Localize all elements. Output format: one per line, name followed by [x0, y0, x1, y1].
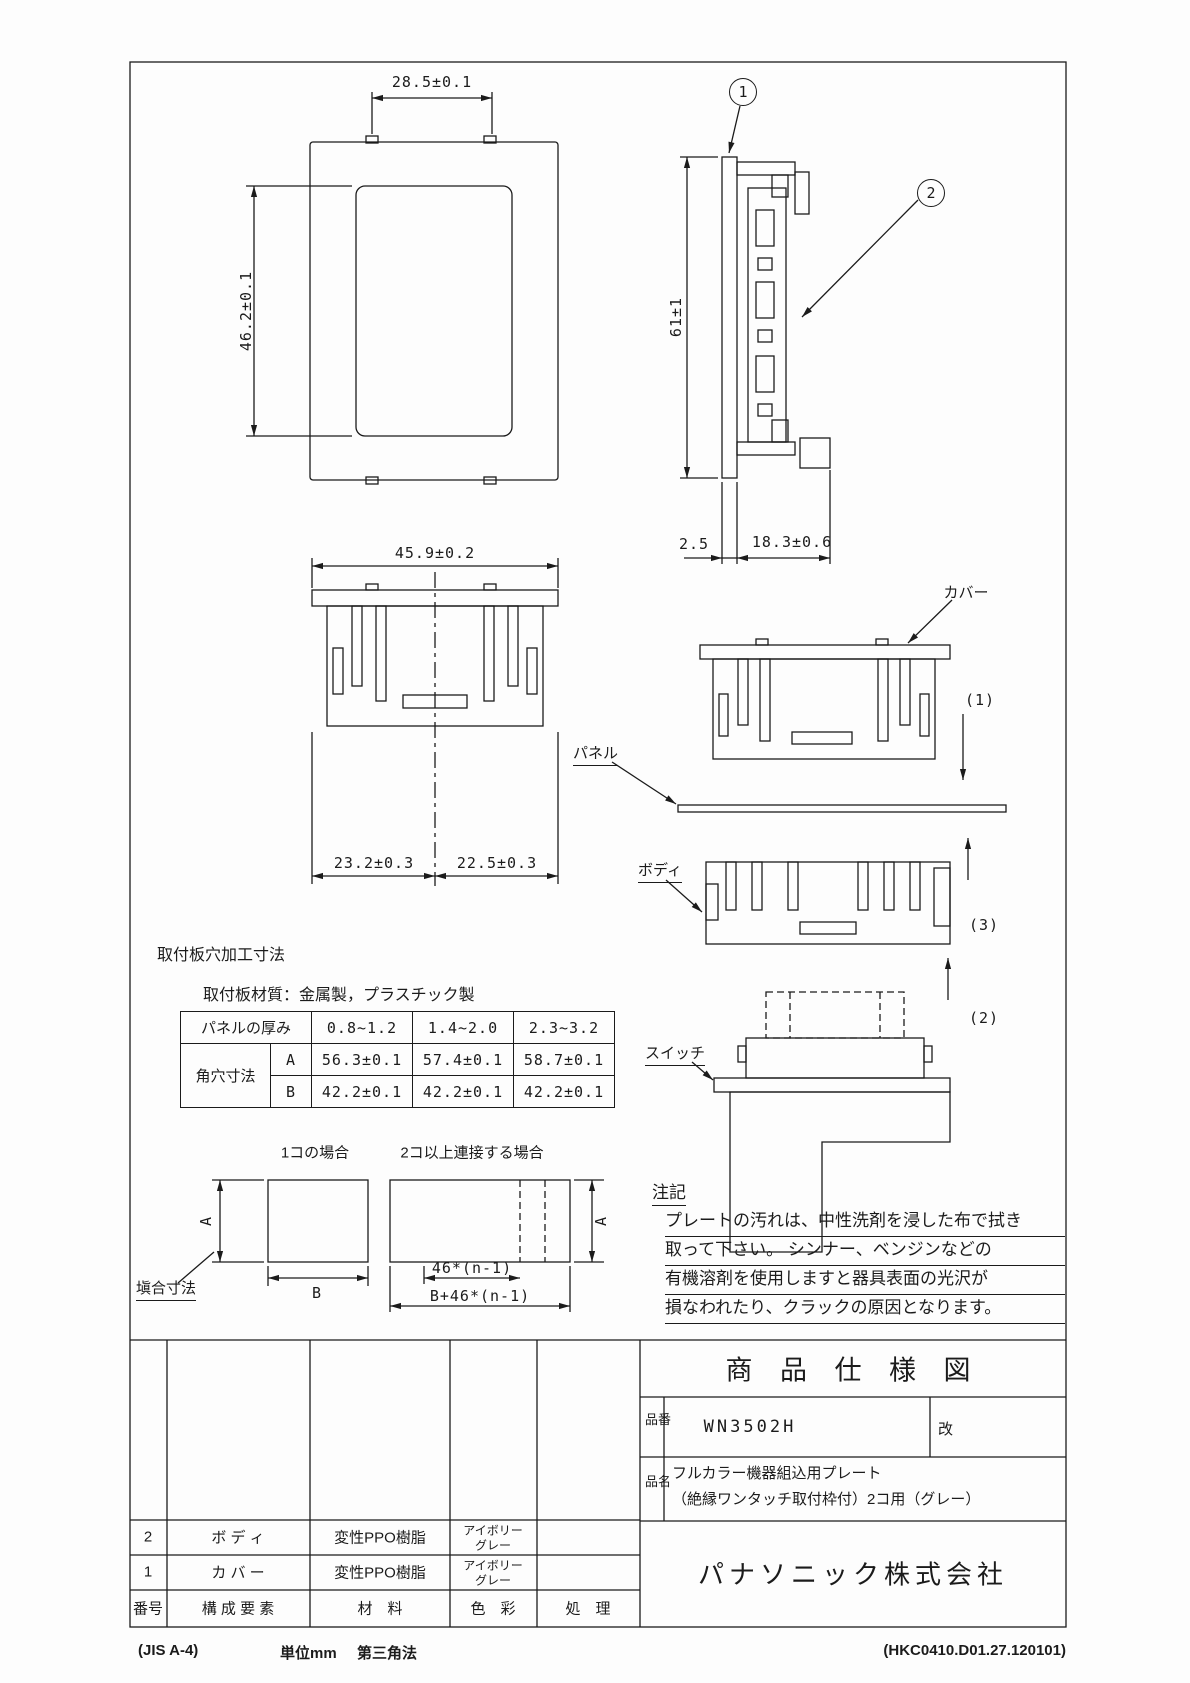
parts-header-no: 番号	[132, 1600, 164, 1618]
gang-multi-drawing	[389, 1179, 604, 1312]
row-b-value-cell: 42.2±0.1	[311, 1075, 413, 1108]
side-view-drawing	[680, 105, 919, 564]
parts-header-material: 材 料	[357, 1600, 403, 1618]
hole-table-row-b: B 42.2±0.1 42.2±0.1 42.2±0.1	[181, 1075, 615, 1108]
hole-label-cell: 角穴寸法	[180, 1043, 271, 1108]
cover-label: カバー	[943, 584, 989, 602]
hole-table-row-a: 角穴寸法 A 56.3±0.1 57.4±0.1 58.7±0.1	[180, 1043, 615, 1108]
product-name-line-1: フルカラー機器組込用プレート	[672, 1465, 882, 1482]
bottom-right-dimension: 22.5±0.3	[456, 854, 538, 872]
parts-row-material: 変性PPO樹脂	[334, 1529, 426, 1547]
company-name: パナソニック株式会社	[697, 1559, 1009, 1590]
parts-header-color: 色 彩	[470, 1600, 516, 1618]
assembly-step-2: (2)	[968, 1009, 1000, 1027]
paper-size-label: (JIS A-4)	[138, 1642, 199, 1659]
parts-row-no: 2	[143, 1528, 153, 1546]
exploded-cover-drawing	[699, 599, 967, 780]
assembly-step-1: (1)	[964, 691, 996, 709]
row-a-value-cell: 58.7±0.1	[513, 1043, 615, 1076]
side-panel-thickness-dimension: 2.5	[678, 535, 710, 553]
note-line-3: 有機溶剤を使用しますと器具表面の光沢が	[665, 1264, 1065, 1295]
revision-label: 改	[938, 1421, 954, 1438]
side-depth-dimension: 18.3±0.6	[751, 533, 833, 551]
gang-dim-a-right: A	[592, 1215, 610, 1227]
note-line-1: プレートの汚れは、中性洗剤を浸した布で拭き	[665, 1206, 1065, 1237]
bottom-left-dimension: 23.2±0.3	[333, 854, 415, 872]
product-name-label: 品名	[645, 1474, 672, 1489]
switch-label: スイッチ	[645, 1042, 706, 1066]
assembly-step-3: (3)	[968, 916, 1000, 934]
thickness-range-cell: 0.8~1.2	[311, 1011, 413, 1044]
hole-section-title: 取付板穴加工寸法	[157, 947, 286, 964]
exploded-body-drawing	[665, 838, 972, 945]
parts-row-no: 1	[143, 1563, 153, 1581]
row-b-value-cell: 42.2±0.1	[513, 1075, 615, 1108]
part-number-label: 品番	[645, 1412, 672, 1427]
balloon-2: 2	[917, 179, 945, 207]
note-line-4: 損なわれたり、クラックの原因となります。	[665, 1293, 1065, 1324]
parts-header-process: 処 理	[565, 1600, 611, 1618]
balloon-1: 1	[729, 78, 757, 106]
note-line-2: 取って下さい。 シンナー、ベンジンなどの	[665, 1235, 1065, 1266]
gang-dim-a-left: A	[197, 1215, 215, 1227]
gang-multi-title: 2コ以上連接する場合	[400, 1144, 544, 1162]
doc-code: (HKC0410.D01.27.120101)	[883, 1642, 1066, 1659]
parts-row-color: グレー	[474, 1538, 512, 1553]
thickness-range-cell: 1.4~2.0	[412, 1011, 514, 1044]
parts-row-color: アイボリー	[463, 1523, 523, 1538]
body-label: ボディ	[638, 859, 682, 883]
sheet-frame	[129, 61, 1067, 1628]
projection-label: 第三角法	[357, 1645, 418, 1662]
gang-total-formula: B+46*(n-1)	[429, 1287, 531, 1305]
gang-single-drawing	[177, 1179, 369, 1286]
front-view-drawing	[246, 92, 559, 485]
side-height-dimension: 61±1	[667, 296, 685, 338]
gang-single-title: 1コの場合	[280, 1144, 350, 1162]
hole-size-table: パネルの厚み 0.8~1.2 1.4~2.0 2.3~3.2 角穴寸法 A 56…	[180, 1011, 615, 1108]
row-a-label-cell: A	[270, 1043, 312, 1076]
row-b-label-cell: B	[270, 1075, 312, 1108]
bottom-width-dimension: 45.9±0.2	[394, 544, 476, 562]
notes-title: 注記	[652, 1178, 686, 1206]
doc-title: 商 品 仕 様 図	[725, 1355, 981, 1386]
product-name-line-2: （絶縁ワンタッチ取付枠付）2コ用（グレー）	[672, 1491, 981, 1508]
gang-pitch-formula: 46*(n-1)	[431, 1259, 513, 1277]
parts-row-material: 変性PPO樹脂	[334, 1564, 426, 1582]
hole-section-material: 取付板材質：金属製，プラスチック製	[203, 987, 475, 1004]
gang-dim-b: B	[311, 1284, 323, 1302]
title-block-lines	[130, 1339, 1066, 1627]
thickness-label-cell: パネルの厚み	[180, 1011, 312, 1044]
row-a-value-cell: 56.3±0.1	[311, 1043, 413, 1076]
parts-row-color: グレー	[474, 1573, 512, 1588]
exploded-panel-drawing	[611, 761, 1007, 813]
front-height-dimension: 46.2±0.1	[237, 270, 255, 352]
parts-row-color: アイボリー	[463, 1558, 523, 1573]
row-b-value-cell: 42.2±0.1	[412, 1075, 514, 1108]
unit-label: 単位mm	[280, 1645, 337, 1662]
hole-table-row-thickness: パネルの厚み 0.8~1.2 1.4~2.0 2.3~3.2	[180, 1011, 615, 1044]
bottom-view-drawing	[311, 558, 559, 886]
row-a-value-cell: 57.4±0.1	[412, 1043, 514, 1076]
thickness-range-cell: 2.3~3.2	[513, 1011, 615, 1044]
panel-label: パネル	[573, 742, 619, 766]
parts-header-component: 構 成 要 素	[201, 1600, 275, 1618]
parts-row-name: カ バ ー	[211, 1564, 265, 1582]
fitting-dimension-label: 塡合寸法	[136, 1277, 197, 1301]
exploded-switch-drawing	[691, 958, 952, 1253]
part-number: WN3502H	[703, 1417, 797, 1437]
front-width-dimension: 28.5±0.1	[391, 73, 473, 91]
parts-row-name: ボ デ ィ	[211, 1529, 265, 1547]
